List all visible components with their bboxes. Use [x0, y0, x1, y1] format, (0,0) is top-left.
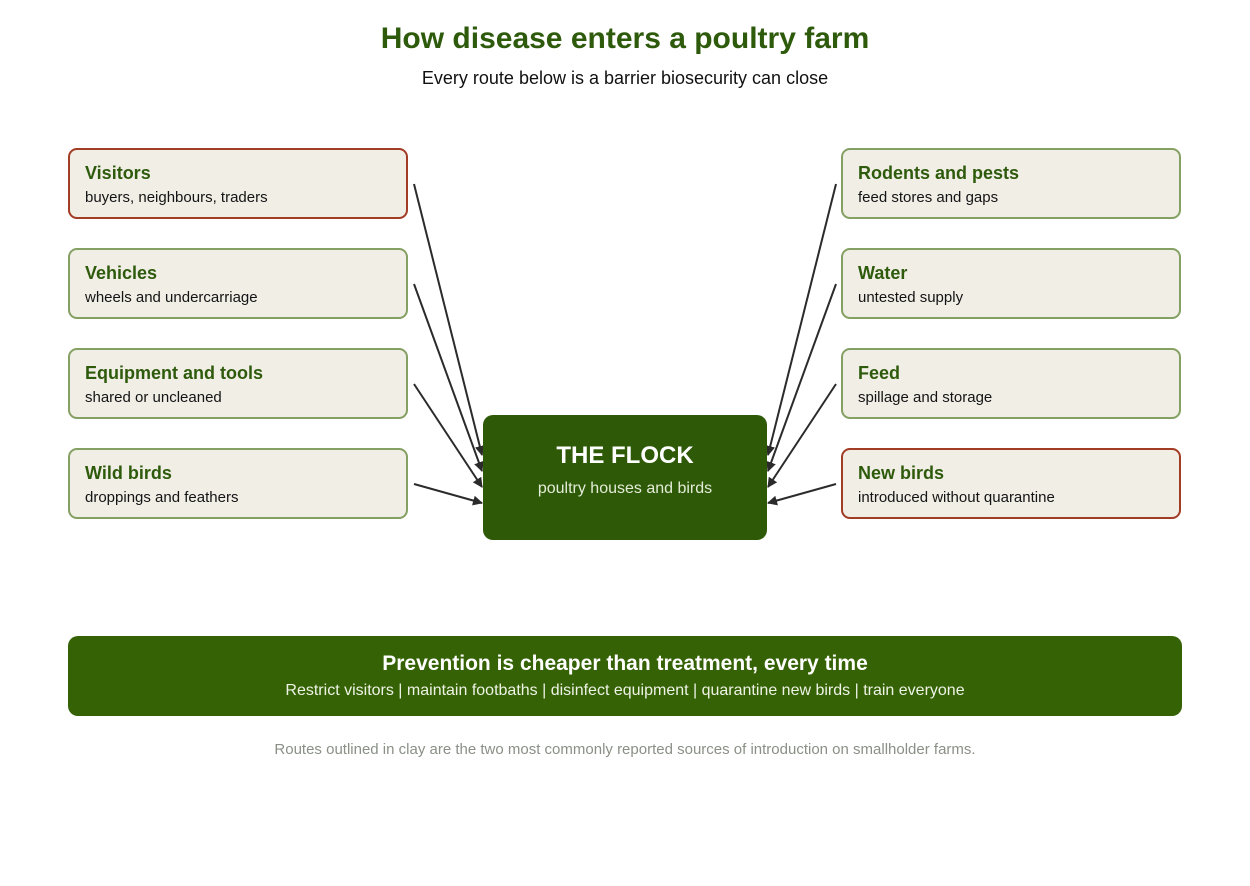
page-subtitle: Every route below is a barrier biosecuri… — [421, 68, 829, 88]
arrow-new-birds — [767, 483, 837, 506]
prevention-banner: Prevention is cheaper than treatment, ev… — [68, 636, 1182, 716]
arrow-wild-birds — [413, 483, 483, 506]
source-desc: spillage and storage — [858, 389, 993, 406]
source-desc: untested supply — [858, 289, 964, 306]
arrow-vehicles — [413, 283, 484, 472]
source-name: Visitors — [85, 163, 151, 183]
flock-subtitle: poultry houses and birds — [537, 480, 713, 497]
arrow-feed — [767, 383, 837, 488]
footnote: Routes outlined in clay are the two most… — [274, 741, 976, 758]
source-name: Water — [858, 263, 908, 283]
source-new-birds: New birds introduced without quarantine — [841, 448, 1181, 519]
arrow-rodents — [765, 183, 837, 456]
source-name: Vehicles — [85, 263, 158, 283]
source-desc: shared or uncleaned — [85, 389, 222, 406]
source-desc: buyers, neighbours, traders — [85, 189, 268, 206]
source-name: New birds — [858, 463, 945, 483]
source-vehicles: Vehicles wheels and undercarriage — [68, 248, 408, 319]
source-desc: feed stores and gaps — [858, 189, 999, 206]
page-title: How disease enters a poultry farm — [380, 22, 870, 55]
arrow-equipment — [413, 383, 483, 488]
source-name: Wild birds — [85, 463, 172, 483]
source-desc: droppings and feathers — [85, 489, 239, 506]
source-wild-birds: Wild birds droppings and feathers — [68, 448, 408, 519]
banner-subtitle: Restrict visitors | maintain footbaths |… — [285, 682, 965, 699]
source-feed: Feed spillage and storage — [841, 348, 1181, 419]
source-name: Feed — [858, 363, 901, 383]
source-desc: wheels and undercarriage — [85, 289, 258, 306]
source-name: Equipment and tools — [85, 363, 263, 383]
source-equipment: Equipment and tools shared or uncleaned — [68, 348, 408, 419]
source-name: Rodents and pests — [858, 163, 1020, 183]
source-rodents: Rodents and pests feed stores and gaps — [841, 148, 1181, 219]
source-desc: introduced without quarantine — [858, 489, 1055, 506]
flock-box: THE FLOCK poultry houses and birds — [483, 415, 767, 540]
banner-title: Prevention is cheaper than treatment, ev… — [382, 652, 868, 675]
arrow-water — [766, 283, 837, 472]
source-visitors: Visitors buyers, neighbours, traders — [68, 148, 408, 219]
source-water: Water untested supply — [841, 248, 1181, 319]
arrow-visitors — [413, 183, 485, 456]
flock-title: THE FLOCK — [556, 442, 694, 469]
